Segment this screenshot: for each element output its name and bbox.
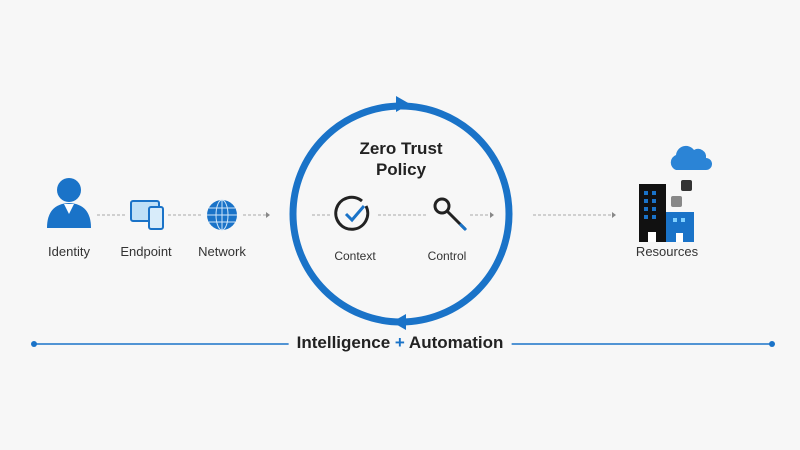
- policy-title: Zero Trust Policy: [359, 138, 442, 180]
- policy-title-line1: Zero Trust: [359, 139, 443, 158]
- control-key-icon: [433, 197, 468, 232]
- resources-buildings-icon: [639, 145, 712, 242]
- endpoint-icon: [130, 200, 164, 230]
- cycle-arrow-bottom-icon: [392, 314, 406, 330]
- arrowheads: [266, 212, 616, 218]
- resources-label: Resources: [635, 244, 699, 259]
- footer-plus: +: [394, 333, 405, 352]
- cycle-arrow-top-icon: [396, 96, 410, 112]
- control-label: Control: [427, 249, 467, 263]
- identity-label: Identity: [48, 244, 90, 259]
- footer-caption: Intelligence + Automation: [288, 333, 512, 353]
- endpoint-label: Endpoint: [120, 244, 172, 259]
- identity-icon: [47, 178, 91, 228]
- footer-intelligence: Intelligence: [296, 333, 391, 352]
- network-globe-icon: [207, 199, 237, 231]
- context-label: Context: [334, 249, 376, 263]
- network-label: Network: [198, 244, 246, 259]
- policy-title-line2: Policy: [375, 160, 427, 179]
- footer-automation: Automation: [408, 333, 504, 352]
- context-check-icon: [334, 195, 370, 231]
